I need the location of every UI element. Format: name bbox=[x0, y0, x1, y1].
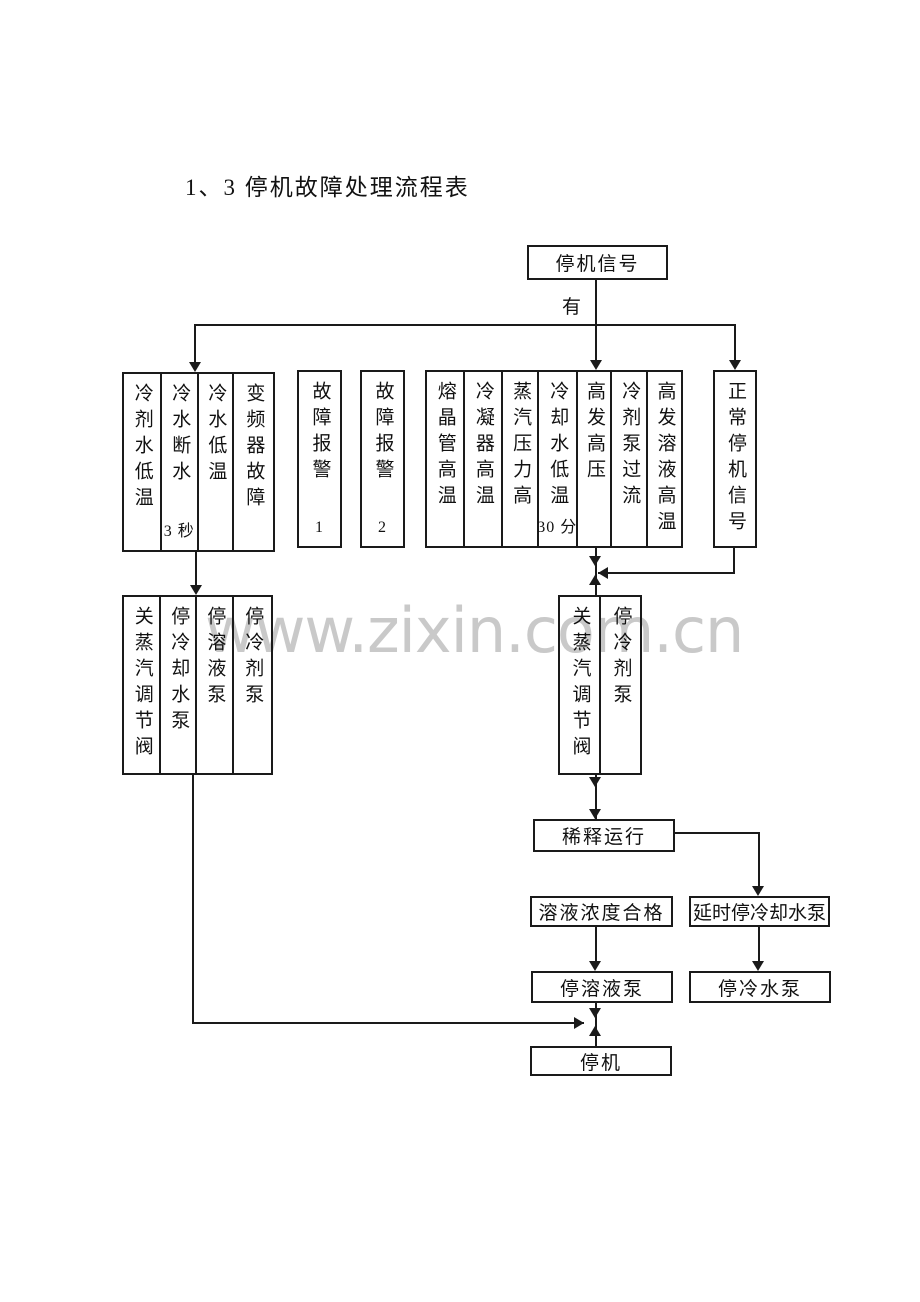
connector-leftfaults-to-actions bbox=[195, 552, 197, 585]
fault-group-right: 熔晶管高温 冷凝器高温 蒸汽压力高 冷却水低温 30 分 高发高压 冷剂泵过流 … bbox=[425, 370, 683, 548]
action-label: 停溶液泵 bbox=[204, 606, 226, 710]
fault-column: 熔晶管高温 bbox=[427, 372, 463, 546]
arrow-junction2-up bbox=[589, 1026, 601, 1036]
shutdown-label: 停机 bbox=[579, 1052, 622, 1074]
fault-note: 3 秒 bbox=[163, 523, 195, 540]
fault-label: 冷水低温 bbox=[205, 383, 227, 487]
fault-label: 冷剂水低温 bbox=[131, 383, 153, 513]
action-label: 停冷剂泵 bbox=[242, 606, 264, 710]
action-label: 关蒸汽调节阀 bbox=[131, 606, 153, 762]
has-signal-label: 有 bbox=[562, 297, 582, 318]
fault-column: 高发高压 bbox=[575, 372, 611, 546]
concentration-label: 溶液浓度合格 bbox=[538, 903, 665, 924]
shutdown-box: 停机 bbox=[530, 1046, 672, 1076]
stop-chilled-pump-box: 停冷水泵 bbox=[689, 971, 831, 1003]
dilute-label: 稀释运行 bbox=[561, 827, 646, 848]
action-group-right: 关蒸汽调节阀 停冷剂泵 bbox=[558, 595, 642, 775]
fault-label: 冷水断水 bbox=[169, 383, 191, 487]
fault-column: 冷水断水 3 秒 bbox=[159, 374, 198, 550]
connector-normalstop-left bbox=[598, 572, 735, 574]
page-title: 1、3 停机故障处理流程表 bbox=[185, 175, 470, 200]
watermark: www.zixin.com.cn bbox=[205, 594, 744, 667]
fault-label: 冷剂泵过流 bbox=[619, 381, 641, 511]
connector-distribution bbox=[194, 324, 736, 326]
fault-column: 冷水低温 bbox=[197, 374, 232, 550]
arrow-valve-out bbox=[589, 777, 601, 787]
alarm-label: 故障报警 bbox=[309, 381, 331, 485]
connector-valve-to-dilute bbox=[595, 774, 597, 819]
alarm-number: 2 bbox=[378, 519, 387, 536]
delay-stop-cooling-box: 延时停冷却水泵 bbox=[689, 896, 830, 927]
arrow-junction2-right bbox=[574, 1017, 584, 1029]
arrow-into-left-faults bbox=[189, 362, 201, 372]
dilute-box: 稀释运行 bbox=[533, 819, 675, 852]
connector-dilute-right bbox=[674, 832, 760, 834]
fault-group-left: 冷剂水低温 冷水断水 3 秒 冷水低温 变频器故障 bbox=[122, 372, 275, 552]
arrow-junction1-left bbox=[598, 567, 608, 579]
connector-leftactions-long-down bbox=[192, 775, 194, 1023]
arrow-junction1-down bbox=[589, 556, 601, 566]
arrow-into-delay bbox=[752, 886, 764, 896]
alarm-label: 故障报警 bbox=[372, 381, 394, 485]
action-column: 停冷剂泵 bbox=[599, 597, 640, 773]
action-column: 停冷却水泵 bbox=[159, 597, 195, 773]
arrow-into-left-actions bbox=[190, 585, 202, 595]
connector-leftactions-long-right bbox=[192, 1022, 584, 1024]
arrow-into-stop-chilled bbox=[752, 961, 764, 971]
fault-label: 蒸汽压力高 bbox=[510, 381, 532, 511]
action-column: 停冷剂泵 bbox=[231, 597, 271, 773]
fault-column: 蒸汽压力高 bbox=[501, 372, 537, 546]
fault-label: 冷凝器高温 bbox=[472, 381, 494, 511]
connector-stopsignal-down bbox=[595, 279, 597, 363]
concentration-box: 溶液浓度合格 bbox=[530, 896, 673, 927]
fault-column: 冷凝器高温 bbox=[462, 372, 502, 546]
action-label: 关蒸汽调节阀 bbox=[569, 606, 591, 762]
arrow-into-stop-solution bbox=[589, 961, 601, 971]
stop-signal-label: 停机信号 bbox=[555, 254, 640, 275]
stop-solution-pump-box: 停溶液泵 bbox=[531, 971, 673, 1003]
connector-concentration-down bbox=[595, 927, 597, 963]
fault-label: 高发高压 bbox=[583, 381, 605, 485]
action-column: 关蒸汽调节阀 bbox=[560, 597, 599, 773]
arrow-into-dilute bbox=[589, 809, 601, 819]
fault-note: 30 分 bbox=[537, 519, 578, 536]
alarm-column: 故障报警 1 bbox=[299, 372, 340, 546]
alarm-number: 1 bbox=[315, 519, 324, 536]
fault-column: 高发溶液高温 bbox=[646, 372, 681, 546]
connector-stopsolution-to-shutdown bbox=[595, 1003, 597, 1046]
connector-right-drop bbox=[734, 324, 736, 360]
normal-stop-column: 正常停机信号 bbox=[715, 372, 755, 546]
connector-dilute-down bbox=[758, 832, 760, 888]
alarm-box-1: 故障报警 1 bbox=[297, 370, 342, 548]
action-label: 停冷剂泵 bbox=[610, 606, 632, 710]
arrow-junction1-up bbox=[589, 575, 601, 585]
fault-label: 高发溶液高温 bbox=[654, 381, 676, 537]
arrow-into-normal-stop bbox=[729, 360, 741, 370]
connector-normalstop-down bbox=[733, 548, 735, 574]
fault-column: 变频器故障 bbox=[231, 374, 273, 550]
stop-solution-pump-label: 停溶液泵 bbox=[559, 978, 644, 1000]
fault-label: 变频器故障 bbox=[243, 383, 265, 513]
delay-stop-cooling-label: 延时停冷却水泵 bbox=[692, 903, 826, 924]
action-column: 关蒸汽调节阀 bbox=[124, 597, 159, 773]
stop-chilled-pump-label: 停冷水泵 bbox=[717, 978, 802, 1000]
action-label: 停冷却水泵 bbox=[168, 606, 190, 736]
fault-label: 熔晶管高温 bbox=[434, 381, 456, 511]
fault-column: 冷剂泵过流 bbox=[610, 372, 646, 546]
connector-left-drop bbox=[194, 324, 196, 362]
normal-stop-box: 正常停机信号 bbox=[713, 370, 757, 548]
action-column: 停溶液泵 bbox=[195, 597, 232, 773]
fault-label: 冷却水低温 bbox=[547, 381, 569, 511]
arrow-junction2-down bbox=[589, 1008, 601, 1018]
arrow-into-right-faults bbox=[590, 360, 602, 370]
connector-rightfaults-to-valve bbox=[595, 548, 597, 595]
action-group-left: 关蒸汽调节阀 停冷却水泵 停溶液泵 停冷剂泵 bbox=[122, 595, 273, 775]
stop-signal-box: 停机信号 bbox=[527, 245, 668, 280]
normal-stop-label: 正常停机信号 bbox=[724, 381, 746, 537]
alarm-box-2: 故障报警 2 bbox=[360, 370, 405, 548]
connector-delay-down bbox=[758, 927, 760, 963]
alarm-column: 故障报警 2 bbox=[362, 372, 403, 546]
fault-column: 冷却水低温 30 分 bbox=[536, 372, 578, 546]
fault-column: 冷剂水低温 bbox=[124, 374, 160, 550]
